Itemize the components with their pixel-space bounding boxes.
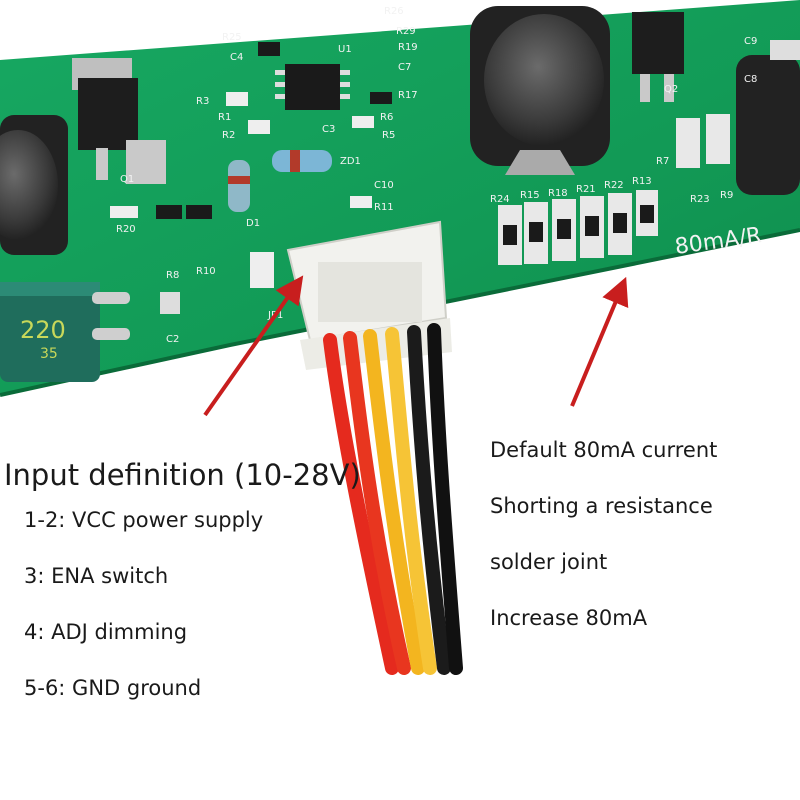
note-line-1: Default 80mA current bbox=[490, 438, 718, 462]
label-u1: U1 bbox=[338, 44, 352, 55]
arrow-to-resistors bbox=[570, 276, 629, 407]
label-r6: R6 bbox=[380, 112, 393, 123]
resistor-row-bodies bbox=[503, 205, 654, 245]
pin-definition-1: 1-2: VCC power supply bbox=[24, 508, 264, 532]
label-r10: R10 bbox=[196, 266, 216, 277]
note-line-4: Increase 80mA bbox=[490, 606, 648, 630]
transistor-q2 bbox=[632, 12, 684, 102]
label-r22: R22 bbox=[604, 180, 624, 191]
label-r26: R26 bbox=[384, 6, 404, 17]
input-definition-title: Input definition (10-28V) bbox=[4, 458, 361, 492]
label-r2: R2 bbox=[222, 130, 235, 141]
label-r24: R24 bbox=[490, 194, 510, 205]
label-r23: R23 bbox=[690, 194, 710, 205]
label-r25: R25 bbox=[222, 32, 242, 43]
label-c2: C2 bbox=[166, 334, 179, 345]
label-r7: R7 bbox=[656, 156, 669, 167]
label-r3: R3 bbox=[196, 96, 209, 107]
transistor-q1 bbox=[72, 58, 166, 184]
label-r21: R21 bbox=[576, 184, 596, 195]
label-r17: R17 bbox=[398, 90, 418, 101]
zener-diode bbox=[272, 150, 332, 172]
electrolytic-capacitor bbox=[0, 282, 130, 382]
label-d1: D1 bbox=[246, 218, 260, 229]
label-q2: Q2 bbox=[664, 84, 678, 95]
label-r1: R1 bbox=[218, 112, 231, 123]
label-c3: C3 bbox=[322, 124, 335, 135]
right-inductor bbox=[736, 40, 800, 195]
label-r18: R18 bbox=[548, 188, 568, 199]
note-line-2: Shorting a resistance bbox=[490, 494, 713, 518]
capacitor-marking-2: 35 bbox=[40, 346, 58, 362]
pin-definition-3: 4: ADJ dimming bbox=[24, 620, 188, 644]
note-line-3: solder joint bbox=[490, 550, 608, 574]
label-r8: R8 bbox=[166, 270, 179, 281]
label-r19: R19 bbox=[398, 42, 418, 53]
label-zd1: ZD1 bbox=[340, 156, 361, 167]
left-inductor bbox=[0, 115, 68, 255]
ic-u1 bbox=[275, 64, 350, 110]
capacitor-marking: 220 bbox=[20, 316, 66, 344]
label-q1: Q1 bbox=[120, 174, 134, 185]
label-r13: R13 bbox=[632, 176, 652, 187]
label-r5: R5 bbox=[382, 130, 395, 141]
label-r20: R20 bbox=[116, 224, 136, 235]
label-c9: C9 bbox=[744, 36, 757, 47]
label-c4: C4 bbox=[230, 52, 243, 63]
resistors-right bbox=[676, 114, 730, 168]
diode-d1 bbox=[228, 160, 250, 212]
label-c10: C10 bbox=[374, 180, 394, 191]
label-c8: C8 bbox=[744, 74, 757, 85]
label-r15: R15 bbox=[520, 190, 540, 201]
pin-definition-4: 5-6: GND ground bbox=[24, 676, 202, 700]
smd-resistors-left bbox=[110, 42, 392, 314]
pin-definition-2: 3: ENA switch bbox=[24, 564, 169, 588]
arrow-to-connector bbox=[203, 275, 304, 417]
label-c7: C7 bbox=[398, 62, 411, 73]
wire-harness bbox=[323, 323, 463, 675]
center-inductor bbox=[470, 6, 610, 175]
label-r11: R11 bbox=[374, 202, 394, 213]
label-r29: R29 bbox=[396, 26, 416, 37]
label-r9: R9 bbox=[720, 190, 733, 201]
